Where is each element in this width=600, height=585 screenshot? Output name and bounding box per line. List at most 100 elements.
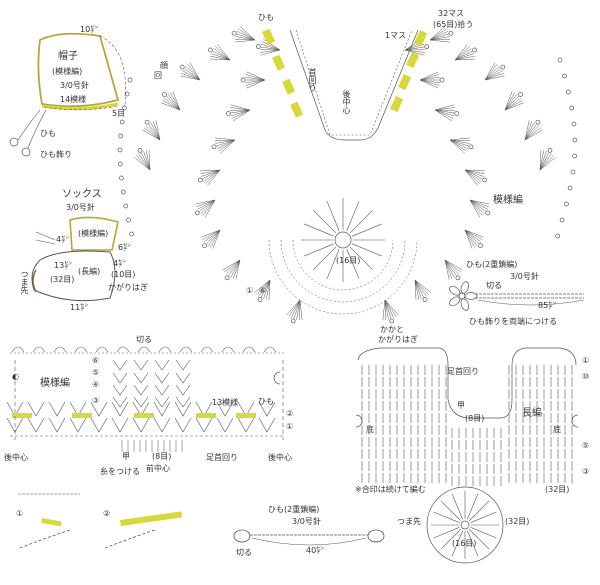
- v-stitch: [154, 396, 170, 408]
- picot: [290, 318, 296, 324]
- scallop: [200, 346, 214, 353]
- fan-stitch: [239, 26, 256, 41]
- fan-stitch: [200, 199, 216, 215]
- fan-stitch: [384, 299, 397, 317]
- flower-string-title: ひも(2重鎖編): [466, 260, 518, 269]
- fan-stitch: [404, 49, 425, 56]
- scallop: [263, 346, 277, 353]
- fan-stitch: [195, 199, 216, 205]
- radial-stitch: [346, 249, 360, 279]
- fan-stitch: [213, 48, 231, 61]
- fan-stitch: [222, 259, 241, 271]
- picot: [547, 148, 553, 153]
- fan-stitch: [260, 43, 281, 51]
- v-stitch: [195, 417, 213, 433]
- fan-stitch: [524, 125, 540, 141]
- fan-stitch: [464, 169, 484, 177]
- bonnet-brim-dash: [43, 105, 119, 111]
- round-arc: [280, 239, 406, 303]
- bonnet-needle: 3/0号針: [60, 81, 89, 90]
- cuff-row-3: ③: [92, 396, 100, 405]
- fan-stitch: [384, 299, 386, 320]
- socks-title: ソックス: [62, 189, 102, 200]
- fan-stitch: [469, 199, 487, 212]
- string-marker: [282, 78, 296, 95]
- string-marker: [72, 413, 92, 418]
- string-marker: [196, 413, 216, 418]
- socks-drawing: [31, 216, 119, 302]
- picot: [448, 30, 454, 36]
- edge-picot: [564, 201, 569, 207]
- picot: [224, 275, 230, 281]
- flower-string-cut: 切る: [486, 281, 502, 290]
- fan-stitch: [210, 55, 231, 61]
- radial-stitch: [433, 511, 460, 523]
- fan-stitch: [263, 279, 271, 299]
- cuff-row-6: ⑥: [92, 356, 100, 365]
- chain-2: [104, 529, 156, 549]
- fan-stitch: [235, 39, 256, 43]
- fan-stitch: [444, 259, 450, 280]
- socks-body: (長編): [78, 267, 101, 276]
- fan-stitch: [464, 169, 482, 182]
- picot: [255, 44, 261, 49]
- fan-stitch: [429, 26, 446, 41]
- sole-body: 長編: [522, 408, 542, 419]
- fan-stitch: [245, 76, 266, 81]
- socks-cuff-left: 4㌢: [56, 235, 70, 244]
- fan-stitch: [215, 139, 236, 147]
- fan-stitch: [230, 109, 251, 114]
- fan-stitch: [464, 169, 480, 184]
- radial-stitch: [349, 210, 373, 234]
- fan-stitch: [216, 139, 236, 149]
- fan-stitch: [230, 107, 251, 111]
- scallop: [242, 346, 256, 353]
- radial-stitch: [451, 493, 463, 520]
- round-arc: [268, 239, 418, 315]
- fan-stitch: [539, 150, 545, 171]
- v-stitch: [27, 417, 45, 433]
- flower-string-needle: 3/0号針: [510, 272, 539, 281]
- picot: [389, 318, 395, 324]
- fan-stitch: [263, 38, 281, 51]
- fan-stitch: [142, 129, 161, 141]
- fan-stitch: [215, 137, 236, 141]
- picot: [500, 64, 506, 70]
- fan-stitch: [203, 229, 221, 243]
- cuff-cut: 切る: [136, 335, 152, 344]
- picot: [198, 177, 203, 183]
- fan-stitch: [140, 152, 151, 171]
- fan-stitch: [484, 72, 504, 81]
- sole-instep: 甲: [457, 401, 465, 410]
- fan-stitch: [288, 299, 301, 317]
- fan-stitch: [449, 139, 470, 141]
- fan-stitch: [215, 46, 231, 61]
- fan-stitch: [429, 33, 450, 41]
- fan-stitch: [246, 71, 266, 81]
- v-stitch: [133, 372, 149, 384]
- fan-stitch: [414, 279, 429, 295]
- bib-string-label: ひも: [258, 13, 274, 22]
- fan-stitch: [454, 48, 472, 61]
- v-stitch: [216, 401, 234, 417]
- fan-stitch: [202, 229, 221, 240]
- fan-stitch: [145, 125, 161, 141]
- fan-stitch: [414, 279, 431, 293]
- radial-stitch: [346, 201, 360, 231]
- v-stitch: [258, 417, 276, 433]
- scallop: [137, 346, 151, 353]
- sole-left: 底: [366, 425, 374, 434]
- sole-toe-center: (16目): [452, 539, 477, 548]
- fan-stitch: [454, 44, 468, 61]
- fan-stitch: [464, 169, 483, 180]
- sole-note: ※合印は続けて編む: [355, 485, 426, 494]
- fan-stitch: [212, 229, 221, 249]
- fan-stitch: [235, 33, 256, 41]
- v-stitch: [112, 359, 128, 371]
- cuff-instep: 甲: [122, 452, 130, 461]
- fan-stitch: [167, 93, 181, 111]
- flower-petal: [464, 292, 478, 300]
- fan-stitch: [484, 68, 502, 81]
- fan-stitch: [444, 259, 460, 275]
- cuff-join: 糸をつける: [100, 467, 140, 476]
